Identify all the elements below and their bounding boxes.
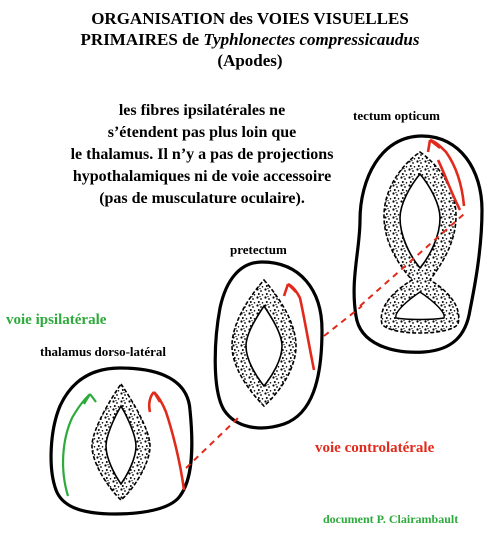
label-thalamus: thalamus dorso-latéral bbox=[40, 344, 167, 359]
label-pretectum: pretectum bbox=[230, 242, 287, 257]
thalamus-outline bbox=[49, 366, 194, 516]
pretectum-outline bbox=[213, 260, 324, 430]
label-ipsilateral-pathway: voie ipsilatérale bbox=[6, 312, 107, 328]
thalamus-ventricle bbox=[105, 404, 137, 486]
tectum-contralateral-fibers bbox=[426, 138, 466, 211]
tectum-lower-ventricle bbox=[395, 291, 445, 321]
tectum-outline bbox=[352, 134, 484, 354]
thalamus-ipsilateral-fibers bbox=[61, 393, 97, 497]
contralateral-connector bbox=[185, 213, 465, 469]
document-credit: document P. Clairambault bbox=[323, 512, 459, 526]
description-line-1: les fibres ipsilatérales ne bbox=[118, 102, 286, 119]
title-line-1: ORGANISATION des VOIES VISUELLES bbox=[91, 9, 409, 28]
description-line-3: le thalamus. Il n’y a pas de projections bbox=[70, 146, 334, 163]
title-line-3: (Apodes) bbox=[217, 51, 283, 70]
pretectum-contralateral-fibers bbox=[282, 282, 316, 371]
pretectum-section bbox=[213, 260, 324, 430]
thalamus-section bbox=[49, 366, 194, 516]
description-text: les fibres ipsilatérales ne s’étendent p… bbox=[52, 100, 352, 210]
title-line-2: PRIMAIRES de Typhlonectes compressicaudu… bbox=[0, 29, 500, 50]
species-name: Typhlonectes compressicaudus bbox=[203, 30, 420, 49]
description-line-4: hypothalamiques ni de voie accessoire bbox=[72, 168, 332, 185]
label-tectum-opticum: tectum opticum bbox=[353, 108, 441, 123]
diagram-title: ORGANISATION des VOIES VISUELLES PRIMAIR… bbox=[0, 8, 500, 71]
tectum-section bbox=[352, 134, 484, 354]
description-line-5: (pas de musculature oculaire). bbox=[99, 190, 305, 207]
thalamus-contralateral-fibers bbox=[147, 391, 186, 491]
description-line-2: s’étendent pas plus loin que bbox=[107, 124, 297, 141]
pretectum-ventricle bbox=[245, 304, 283, 388]
title-line-2-prefix: PRIMAIRES de bbox=[80, 30, 204, 49]
label-contralateral-pathway: voie controlatérale bbox=[315, 440, 435, 456]
